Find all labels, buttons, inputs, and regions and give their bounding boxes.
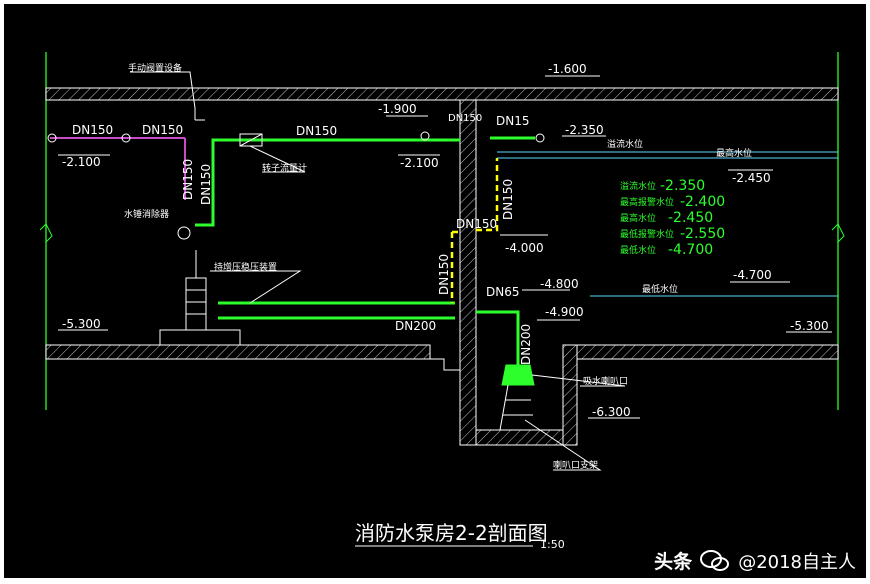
- pipe-size: DN150: [501, 179, 515, 220]
- drawing-title: 消防水泵房2-2剖面图: [355, 521, 548, 545]
- level-value: -2.450: [668, 210, 713, 226]
- pipe-size: DN150: [437, 254, 451, 295]
- pipe-size: DN200: [519, 324, 533, 365]
- label-bell-support: 喇叭口支架: [553, 459, 598, 471]
- elev-bottom-pipe: -4.800: [540, 277, 579, 291]
- elev-floor-left: -5.300: [62, 317, 101, 331]
- level-table: 溢流水位 -2.350 最高报警水位 -2.400 最高水位 -2.450 最低…: [620, 178, 725, 258]
- label-flow-meter: 转子流量计: [262, 162, 307, 174]
- elev-pipe-right: -2.100: [400, 156, 439, 170]
- pipe-size: DN200: [395, 319, 436, 333]
- level-label: 最低报警水位: [620, 228, 674, 240]
- pipe-size: DN150: [142, 123, 183, 137]
- pipe-size: DN150: [72, 123, 113, 137]
- water-levels: [497, 151, 838, 297]
- label-water-hammer: 水锤消除器: [124, 208, 169, 220]
- water-hammer-icon: [177, 226, 191, 240]
- elev-overflow: -2.350: [565, 123, 604, 137]
- label-lowest-level: 最低水位: [642, 283, 678, 295]
- pipe-size: DN150: [199, 164, 213, 205]
- pipe-size: DN150: [448, 113, 482, 124]
- label-highest-level: 最高水位: [716, 147, 752, 159]
- pipe-size: DN65: [486, 285, 520, 299]
- floor-slab-right: [576, 344, 839, 360]
- level-label: 溢流水位: [620, 180, 656, 192]
- roof-slab: [45, 87, 839, 101]
- elev-mid: -4.000: [505, 241, 544, 255]
- level-label: 最低水位: [620, 244, 656, 256]
- pipe-yellow: [450, 158, 499, 303]
- label-suction-bell: 吸水喇叭口: [583, 375, 628, 387]
- level-label: 最高水位: [620, 212, 656, 224]
- elev-top-right: -1.900: [378, 102, 417, 116]
- label-pressure-device: 持增压稳压装置: [214, 261, 277, 273]
- elev-pipe-left: -2.100: [62, 155, 101, 169]
- partition-wall: [459, 99, 477, 446]
- level-value: -2.550: [680, 226, 725, 242]
- level-value: -2.350: [660, 178, 705, 194]
- label-overflow-level: 溢流水位: [607, 138, 643, 150]
- watermark-account: @2018自主人: [738, 551, 856, 573]
- elev-roof: -1.600: [548, 62, 587, 76]
- pipe-size: DN150: [296, 124, 337, 138]
- suction-bell: [501, 364, 535, 386]
- pipe-size: DN15: [496, 114, 530, 128]
- elev-highest: -2.450: [732, 171, 771, 185]
- pipe-network: [195, 136, 535, 365]
- watermark: 头条 @2018自主人: [654, 547, 856, 574]
- sump-floor: [475, 429, 577, 446]
- label-manual-valve: 手动阀置设备: [128, 62, 182, 74]
- drawing-scale: 1:50: [540, 538, 565, 551]
- elev-low-right: -4.700: [733, 268, 772, 282]
- elev-pit: -6.300: [592, 405, 631, 419]
- sump-wall: [562, 344, 578, 446]
- level-label: 最高报警水位: [620, 196, 674, 208]
- pipe-size: DN150: [456, 217, 497, 231]
- elev-floor-right: -5.300: [790, 319, 829, 333]
- floor-slab-left: [45, 344, 431, 360]
- wechat-icon: [700, 549, 730, 573]
- elev-suction: -4.900: [545, 305, 584, 319]
- level-value: -4.700: [668, 242, 713, 258]
- level-value: -2.400: [680, 194, 725, 210]
- pipe-size: DN150: [181, 159, 195, 200]
- watermark-brand: 头条: [654, 551, 693, 573]
